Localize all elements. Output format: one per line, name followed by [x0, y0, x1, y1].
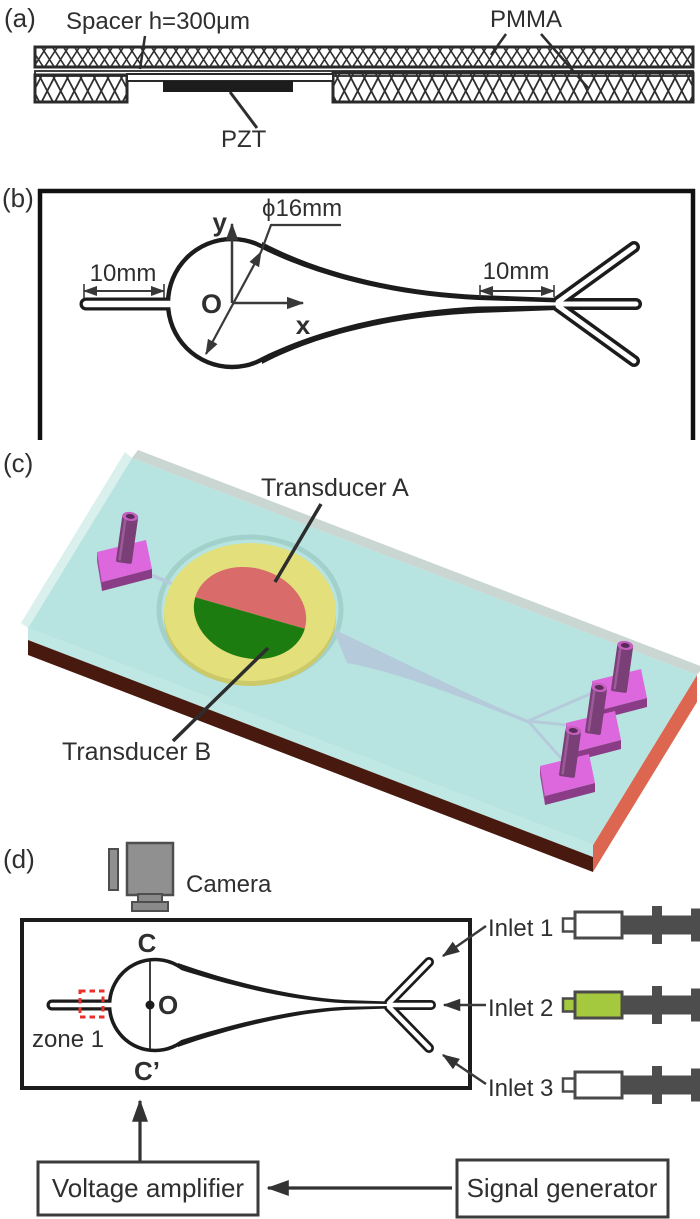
panel-b-border	[37, 188, 696, 440]
chip-edge-highlight-top	[132, 450, 700, 675]
origin-label-d: O	[158, 990, 178, 1020]
dim-left-label: 10mm	[90, 260, 157, 287]
diameter-arrow	[205, 251, 262, 355]
panel-c-3d-chip: (c) Transducer A Transducer B	[3, 448, 700, 872]
pzt-element	[163, 81, 293, 92]
pmma-bottom-left-block	[33, 73, 129, 104]
inlet3-label: Inlet 3	[488, 1075, 553, 1102]
pzt-leader-line	[228, 91, 259, 129]
pmma-bottom-right-block	[331, 71, 695, 104]
pmma-label: PMMA	[490, 6, 562, 33]
inlet2-label: Inlet 2	[488, 995, 553, 1022]
transducer-b-label: Transducer B	[62, 738, 211, 766]
camera-label: Camera	[186, 871, 272, 898]
dim-right-label: 10mm	[483, 258, 550, 285]
diameter-label: ϕ16mm	[262, 195, 342, 222]
signal-generator-label: Signal generator	[467, 1173, 658, 1203]
panel-b-tag: (b)	[2, 183, 34, 213]
pzt-label: PZT	[221, 126, 267, 150]
panel-a-cross-section: (a) Spacer h=300μm PMMA PZT	[4, 3, 695, 150]
chip-side-right-salmon	[593, 675, 697, 872]
chip-edge-highlight-left	[21, 452, 132, 628]
zone1-label: zone 1	[32, 1026, 104, 1053]
syringe-2	[561, 984, 700, 1026]
inlet3-arrow	[441, 1053, 487, 1086]
y-axis-label: y	[213, 207, 228, 237]
voltage-amplifier-box	[36, 1160, 260, 1217]
channel-interior-white	[82, 241, 639, 365]
zone1-dashed-box	[78, 989, 105, 1019]
spacer-label: Spacer h=300μm	[66, 8, 250, 35]
transducer-a-label: Transducer A	[261, 474, 409, 502]
section-bottom-label: C’	[134, 1056, 160, 1086]
transducer-b-leader	[171, 646, 270, 743]
voltage-amplifier-label: Voltage amplifier	[52, 1173, 245, 1203]
transducer-a-leader	[273, 503, 323, 583]
section-top-label: C	[138, 928, 157, 958]
origin-label-b: O	[201, 289, 222, 319]
pmma-top-plate	[33, 45, 695, 69]
signal-generator-box	[455, 1158, 670, 1219]
membrane-plate	[126, 73, 334, 82]
inlet1-arrow	[441, 924, 487, 958]
panel-d-setup: (d) Camera C C’ O zone 1 Inlet 1 Inlet 2	[3, 841, 700, 1219]
syringe-3	[561, 1064, 700, 1106]
transducer-b-half	[193, 597, 305, 659]
panel-d-tag: (d)	[3, 844, 35, 874]
origin-dot	[145, 1000, 155, 1010]
panel-c-tag: (c)	[3, 448, 33, 478]
chip-side-bottom-maroon	[28, 640, 593, 872]
chip-channel-funnel	[333, 629, 530, 724]
channel-d-white	[49, 959, 434, 1051]
transducer-a-half	[195, 567, 307, 629]
diameter-leader	[259, 223, 341, 253]
camera-icon	[108, 841, 175, 912]
x-axis-label: x	[296, 310, 311, 340]
panel-a-tag: (a)	[4, 3, 36, 33]
panel-b-channel-layout: (b) y x O ϕ16mm 10mm 10mm	[2, 183, 696, 440]
syringe-1	[561, 904, 700, 946]
inlet1-label: Inlet 1	[488, 915, 553, 942]
chip-side-bottom-cyan	[28, 628, 593, 857]
